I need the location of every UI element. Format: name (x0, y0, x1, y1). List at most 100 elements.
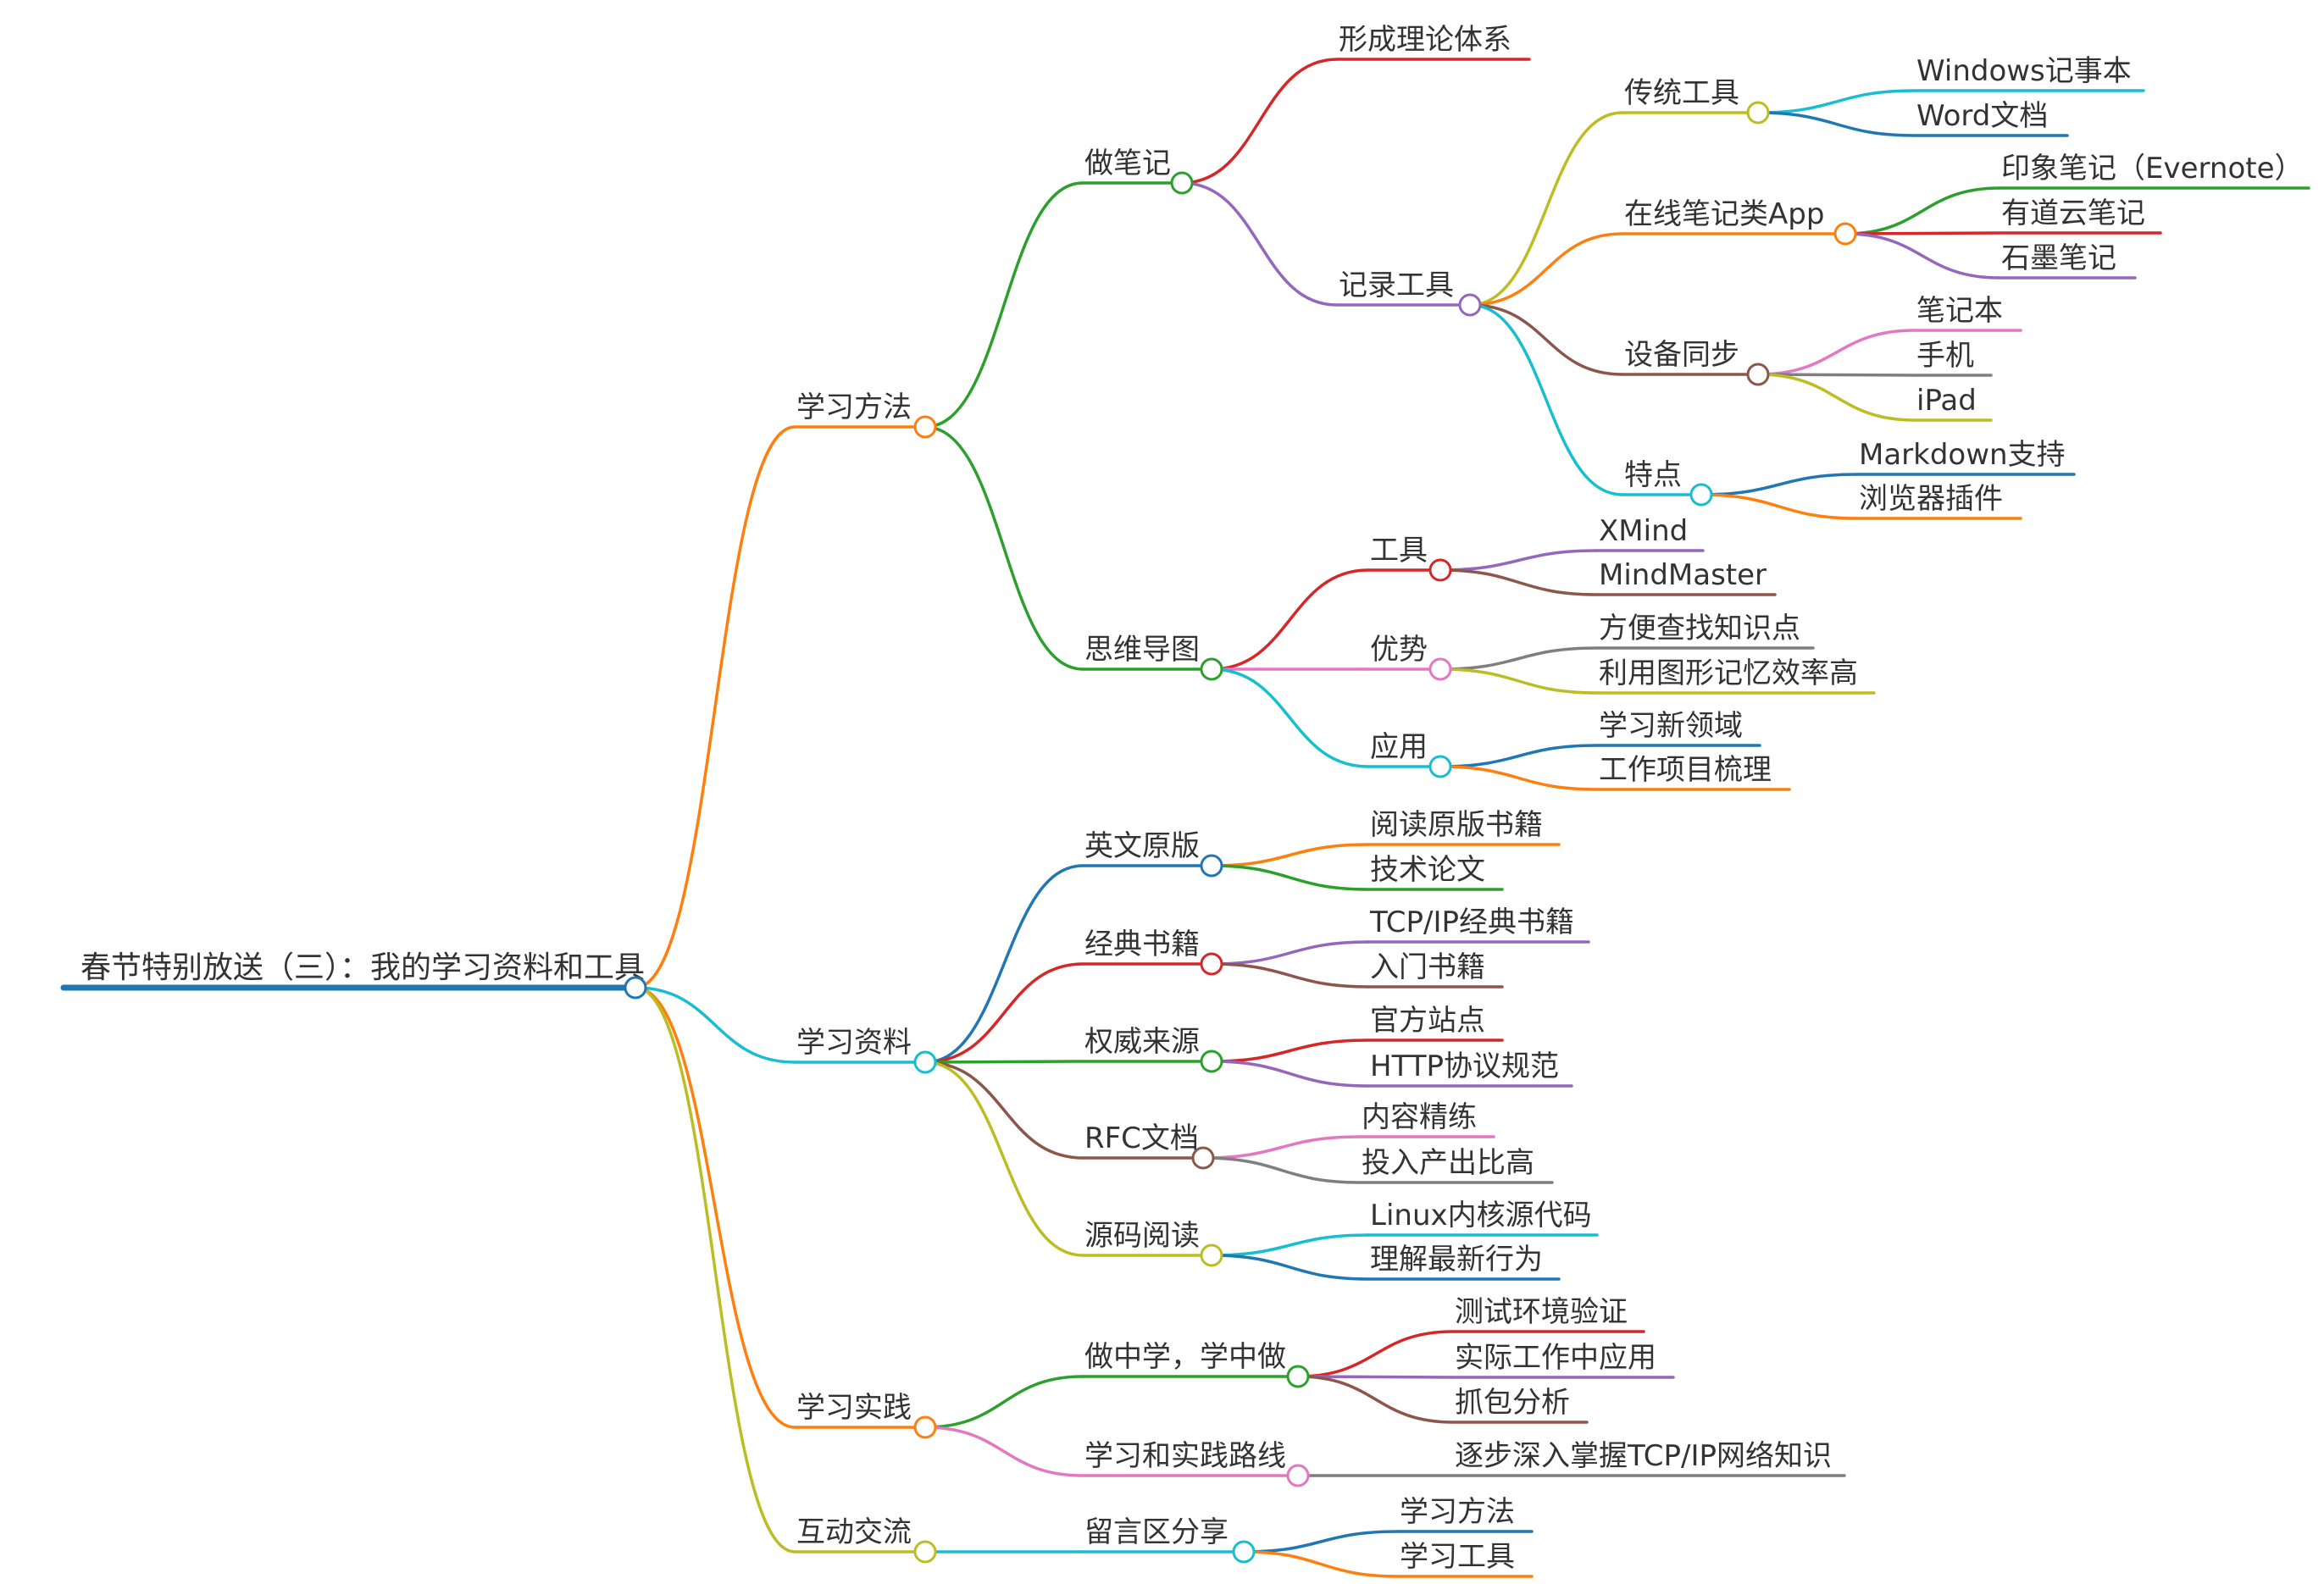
topic-root-children-1[interactable]: 学习资料 (796, 1026, 912, 1060)
connector-root-children-2-children-1 (924, 1426, 1084, 1477)
mindmap-nodes: 春节特别放送（三）：我的学习资料和工具学习方法做笔记形成理论体系记录工具传统工具… (80, 23, 2304, 1574)
collapse-toggle-root-children-0-children-1[interactable] (1200, 657, 1223, 681)
topic-root-children-1-children-4[interactable]: 源码阅读 (1084, 1219, 1200, 1253)
topic-root-children-0-children-0-children-1-children-3-children-1[interactable]: 浏览器插件 (1859, 482, 2003, 516)
topic-root-children-0-children-1-children-2[interactable]: 应用 (1370, 730, 1428, 764)
collapse-toggle-root[interactable] (624, 976, 647, 1000)
topic-root-children-0-children-0-children-1-children-2-children-2[interactable]: iPad (1916, 384, 1977, 418)
topic-root-children-0-children-1-children-0-children-1[interactable]: MindMaster (1599, 558, 1767, 592)
topic-root-children-2-children-0[interactable]: 做中学，学中做 (1084, 1340, 1286, 1374)
connector-root-children-1-children-3-children-1 (1202, 1156, 1361, 1184)
topic-root-children-0-children-0-children-1-children-0-children-0[interactable]: Windows记事本 (1916, 54, 2132, 88)
topic-root-children-0-children-0-children-1-children-3[interactable]: 特点 (1624, 458, 1682, 492)
collapse-toggle-root-children-0-children-0-children-1-children-3[interactable] (1689, 483, 1713, 507)
collapse-toggle-root-children-0-children-0-children-1-children-2[interactable] (1746, 363, 1770, 386)
topic-root-children-0-children-1-children-0-children-0[interactable]: XMind (1599, 514, 1688, 548)
collapse-toggle-root-children-0-children-0-children-1-children-1[interactable] (1833, 222, 1857, 246)
topic-root-children-2-children-0-children-1[interactable]: 实际工作中应用 (1455, 1341, 1656, 1375)
topic-root-children-0-children-0-children-1-children-2[interactable]: 设备同步 (1624, 338, 1739, 372)
topic-root-children-1-children-2[interactable]: 权威来源 (1084, 1025, 1200, 1059)
connector-root-children-0-children-0-children-1-children-2-children-0 (1757, 329, 1916, 376)
topic-root-children-0-children-0-children-0[interactable]: 形成理论体系 (1339, 23, 1511, 57)
collapse-toggle-root-children-1-children-4[interactable] (1200, 1243, 1223, 1267)
topic-root-children-3-children-0-children-0[interactable]: 学习方法 (1400, 1495, 1515, 1529)
topic-root-children-1-children-1-children-1[interactable]: 入门书籍 (1370, 950, 1485, 984)
topic-root-children-0-children-1-children-2-children-1[interactable]: 工作项目梳理 (1599, 753, 1772, 787)
topic-root-children-1-children-3-children-0[interactable]: 内容精练 (1362, 1100, 1477, 1134)
collapse-toggle-root-children-0-children-1-children-2[interactable] (1428, 755, 1452, 778)
connector-root-children-0-children-0-children-1-children-1 (1469, 232, 1623, 307)
topic-root-children-1-children-2-children-0[interactable]: 官方站点 (1370, 1004, 1485, 1038)
topic-root-children-0-children-0-children-1-children-1-children-2[interactable]: 石墨笔记 (2001, 241, 2116, 275)
topic-root-children-3-children-0-children-1[interactable]: 学习工具 (1400, 1540, 1515, 1574)
topic-root-children-1-children-0-children-0[interactable]: 阅读原版书籍 (1370, 808, 1543, 842)
topic-root-children-0-children-1-children-1[interactable]: 优势 (1370, 633, 1428, 667)
collapse-toggle-root-children-1-children-2[interactable] (1200, 1050, 1223, 1073)
collapse-toggle-root-children-3-children-0[interactable] (1232, 1540, 1256, 1564)
connector-root-children-2-children-0 (924, 1375, 1084, 1429)
connector-root-children-0-children-0-children-1-children-0-children-1 (1757, 111, 1916, 137)
collapse-toggle-root-children-0-children-1-children-1[interactable] (1428, 657, 1452, 681)
topic-root-children-3-children-0[interactable]: 留言区分享 (1084, 1515, 1229, 1549)
topic-root-children-0-children-0-children-1-children-1-children-1[interactable]: 有道云笔记 (2001, 197, 2145, 230)
topic-root-children-0-children-0-children-1-children-2-children-1[interactable]: 手机 (1916, 339, 1974, 373)
topic-root-children-1-children-4-children-1[interactable]: 理解最新行为 (1370, 1243, 1543, 1277)
connector-root-children-1-children-1-children-1 (1211, 962, 1369, 989)
topic-root-children-0-children-0[interactable]: 做笔记 (1084, 147, 1171, 180)
connector-root-children-0-children-0 (924, 181, 1084, 429)
topic-root-children-0-children-1-children-0[interactable]: 工具 (1370, 534, 1428, 568)
topic-root-children-0-children-0-children-1-children-0[interactable]: 传统工具 (1624, 76, 1739, 110)
topic-root-children-0-children-1-children-1-children-1[interactable]: 利用图形记忆效率高 (1599, 656, 1858, 690)
topic-root-children-0-children-0-children-1-children-0-children-1[interactable]: Word文档 (1916, 99, 2048, 133)
collapse-toggle-root-children-1-children-1[interactable] (1200, 952, 1223, 976)
collapse-toggle-root-children-2-children-1[interactable] (1286, 1464, 1310, 1487)
topic-root-children-2[interactable]: 学习实践 (796, 1391, 912, 1425)
connector-root-children-0-children-1 (924, 425, 1084, 671)
topic-root-children-2-children-0-children-0[interactable]: 测试环境验证 (1455, 1295, 1628, 1329)
collapse-toggle-root-children-0-children-0-children-1[interactable] (1458, 293, 1482, 317)
connector-root-children-0-children-0-children-1-children-1-children-2 (1844, 232, 2000, 280)
topic-root-children-2-children-1-children-0[interactable]: 逐步深入掌握TCP/IP网络知识 (1455, 1439, 1832, 1473)
topic-root-children-1-children-0[interactable]: 英文原版 (1084, 829, 1200, 863)
topic-root-children-0-children-0-children-1[interactable]: 记录工具 (1339, 269, 1454, 302)
collapse-toggle-root-children-3[interactable] (913, 1540, 937, 1564)
connector-root-children-3 (635, 986, 796, 1554)
topic-root-children-0-children-0-children-1-children-1-children-0[interactable]: 印象笔记（Evernote） (2001, 152, 2304, 186)
topic-root-children-0-children-1-children-2-children-0[interactable]: 学习新领域 (1599, 709, 1743, 743)
topic-root-children-1-children-4-children-0[interactable]: Linux内核源代码 (1370, 1199, 1592, 1232)
topic-root-children-1-children-1-children-0[interactable]: TCP/IP经典书籍 (1369, 906, 1574, 939)
collapse-toggle-root-children-1-children-3[interactable] (1191, 1146, 1215, 1170)
connector-root-children-1-children-4-children-1 (1211, 1254, 1369, 1281)
connector-root-children-1 (635, 986, 796, 1064)
topic-root-children-0[interactable]: 学习方法 (796, 390, 912, 424)
connector-root-children-0-children-0-children-1-children-1-children-1 (1844, 231, 2000, 235)
connector-root-children-1-children-1-children-0 (1211, 940, 1369, 966)
connector-root-children-0-children-0-children-1-children-3-children-0 (1700, 473, 1858, 496)
root-topic[interactable]: 春节特别放送（三）：我的学习资料和工具 (80, 950, 645, 985)
collapse-toggle-root-children-0[interactable] (913, 415, 937, 439)
topic-root-children-2-children-1[interactable]: 学习和实践路线 (1084, 1439, 1286, 1473)
topic-root-children-1-children-1[interactable]: 经典书籍 (1084, 928, 1200, 961)
connector-root-children-0 (635, 425, 796, 989)
collapse-toggle-root-children-0-children-0[interactable] (1170, 171, 1194, 195)
topic-root-children-0-children-1-children-1-children-0[interactable]: 方便查找知识点 (1599, 612, 1800, 645)
collapse-toggle-root-children-2[interactable] (913, 1415, 937, 1439)
topic-root-children-0-children-0-children-1-children-3-children-0[interactable]: Markdown支持 (1859, 438, 2066, 472)
topic-root-children-0-children-1[interactable]: 思维导图 (1084, 633, 1200, 667)
connector-root-children-3-children-0-children-1 (1243, 1550, 1399, 1578)
topic-root-children-2-children-0-children-2[interactable]: 抓包分析 (1455, 1386, 1570, 1420)
collapse-toggle-root-children-1-children-0[interactable] (1200, 854, 1223, 878)
topic-root-children-3[interactable]: 互动交流 (796, 1515, 912, 1549)
topic-root-children-0-children-0-children-1-children-1[interactable]: 在线笔记类App (1624, 197, 1824, 231)
topic-root-children-1-children-3[interactable]: RFC文档 (1084, 1122, 1199, 1155)
connector-root-children-2-children-0-children-0 (1297, 1330, 1454, 1378)
collapse-toggle-root-children-2-children-0[interactable] (1286, 1365, 1310, 1388)
topic-root-children-1-children-3-children-1[interactable]: 投入产出比高 (1362, 1146, 1534, 1180)
topic-root-children-1-children-2-children-1[interactable]: HTTP协议规范 (1370, 1050, 1559, 1083)
collapse-toggle-root-children-0-children-1-children-0[interactable] (1428, 558, 1452, 582)
collapse-toggle-root-children-1[interactable] (913, 1050, 937, 1074)
topic-root-children-0-children-0-children-1-children-2-children-0[interactable]: 笔记本 (1916, 294, 2003, 328)
collapse-toggle-root-children-0-children-0-children-1-children-0[interactable] (1746, 101, 1770, 125)
topic-root-children-1-children-0-children-1[interactable]: 技术论文 (1370, 853, 1485, 887)
